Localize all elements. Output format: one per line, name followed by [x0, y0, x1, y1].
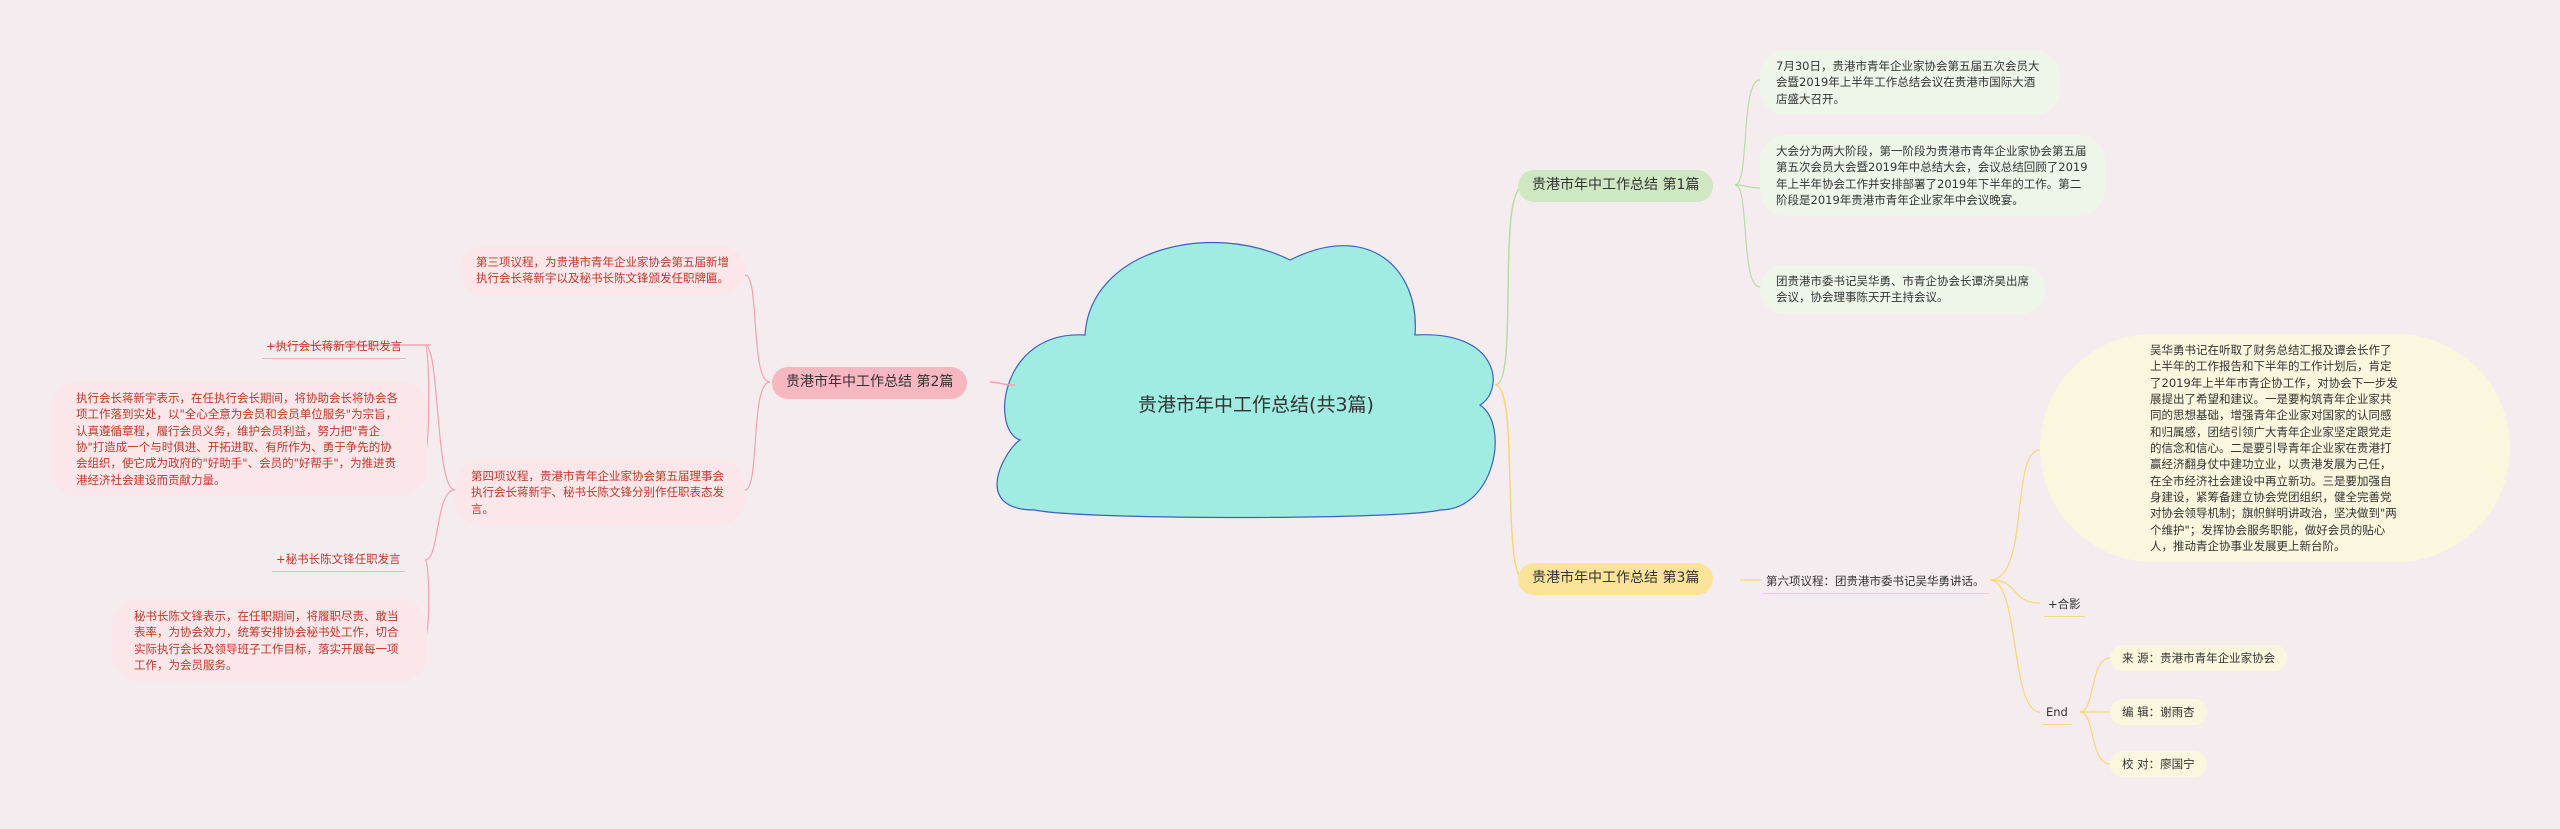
credit-proofreader[interactable]: 校 对：廖国宁 [2110, 751, 2207, 778]
branch2-leaf-agenda-4[interactable]: 第四项议程，贵港市青年企业家协会第五届理事会执行会长蒋新宇、秘书长陈文锋分别作任… [455, 460, 745, 525]
credit-editor[interactable]: 编 辑：谢雨杏 [2110, 699, 2207, 726]
branch-topic-2[interactable]: 贵港市年中工作总结 第2篇 [772, 367, 968, 399]
credit-source[interactable]: 来 源：贵港市青年企业家协会 [2110, 645, 2288, 672]
branch3-leaf-agenda-6[interactable]: 第六项议程：团贵港市委书记吴华勇讲话。 [1762, 569, 1989, 595]
branch3-sub-photo[interactable]: +合影 [2044, 592, 2085, 618]
branch-topic-1[interactable]: 贵港市年中工作总结 第1篇 [1518, 170, 1714, 202]
branch3-end-node[interactable]: End [2042, 700, 2072, 726]
branch2-sub-jiang-speech[interactable]: +执行会长蒋新宇任职发言 [262, 334, 407, 360]
branch1-leaf-attendees[interactable]: 团贵港市委书记吴华勇、市青企协会长谭济昊出席会议，协会理事陈天开主持会议。 [1760, 265, 2045, 314]
branch2-sub-chen-speech[interactable]: +秘书长陈文锋任职发言 [272, 547, 405, 573]
root-cloud [996, 241, 1496, 519]
root-topic[interactable]: 贵港市年中工作总结(共3篇) [1138, 394, 1374, 416]
branch2-chen-speech-text[interactable]: 秘书长陈文锋表示，在任职期间，将履职尽责、敢当表率，为协会效力，统筹安排协会秘书… [112, 600, 427, 682]
branch3-speech-text[interactable]: 吴华勇书记在听取了财务总结汇报及谭会长作了上半年的工作报告和下半年的工作计划后，… [2040, 334, 2510, 563]
branch-topic-3[interactable]: 贵港市年中工作总结 第3篇 [1518, 563, 1714, 595]
branch2-jiang-speech-text[interactable]: 执行会长蒋新宇表示，在任执行会长期间，将协助会长将协会各项工作落到实处，以"全心… [52, 382, 427, 496]
branch2-leaf-agenda-3[interactable]: 第三项议程，为贵港市青年企业家协会第五届新增执行会长蒋新宇以及秘书长陈文锋颁发任… [460, 246, 745, 295]
branch1-leaf-two-stages[interactable]: 大会分为两大阶段，第一阶段为贵港市青年企业家协会第五届第五次会员大会暨2019年… [1760, 135, 2105, 217]
branch1-leaf-meeting-date[interactable]: 7月30日，贵港市青年企业家协会第五届五次会员大会暨2019年上半年工作总结会议… [1760, 50, 2060, 115]
